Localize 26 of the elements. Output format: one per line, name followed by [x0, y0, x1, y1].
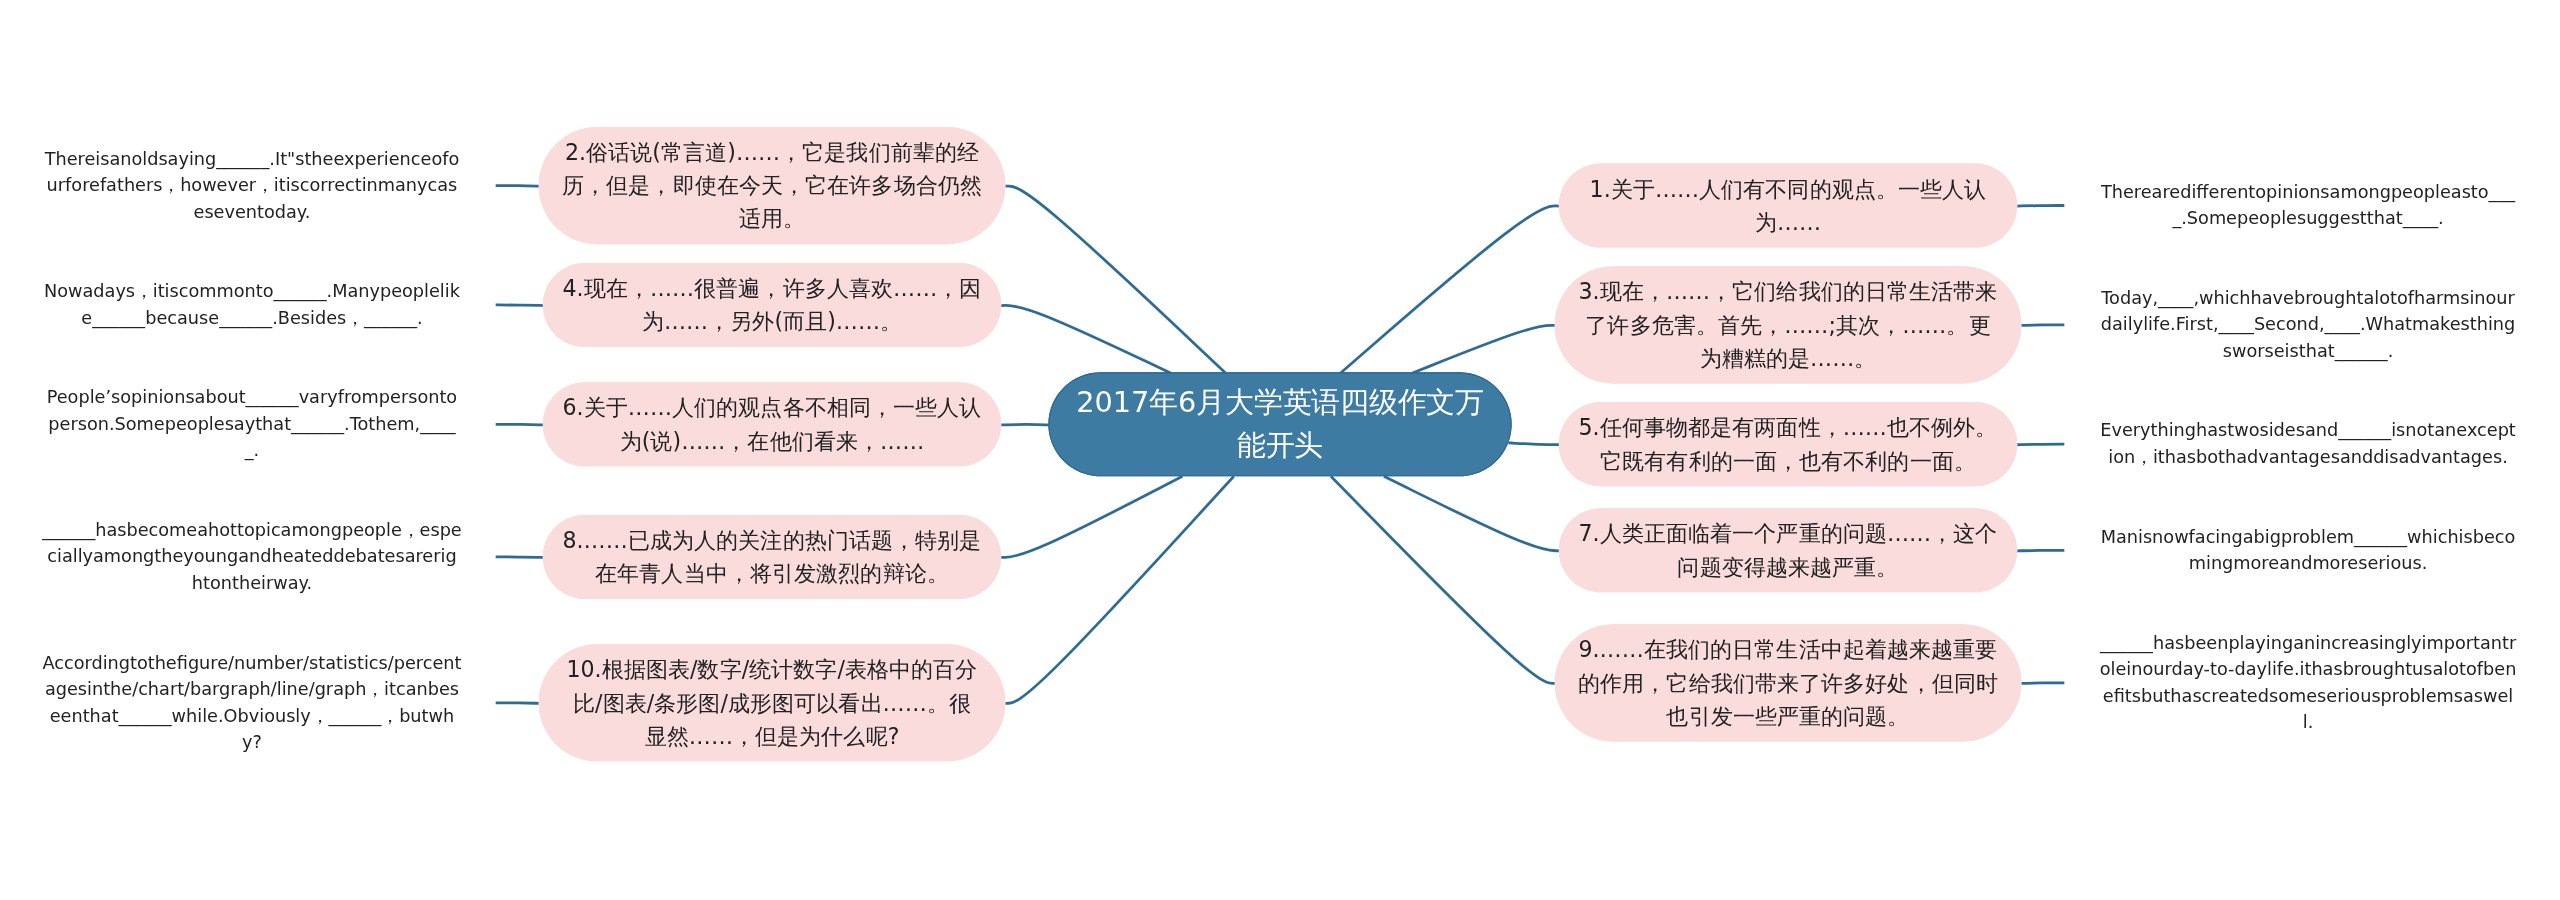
connector — [1001, 475, 1184, 559]
connector — [1005, 475, 1235, 705]
node-text: ______hasbeenplayinganincreasinglyimportantroleinourday-to-daylife.ithasbroughtusalotofbenefitsbuthascreatedsomeseriousproblemsaswell. — [2099, 632, 2517, 733]
connector — [2017, 548, 2065, 553]
connector — [2021, 681, 2065, 685]
node-text: Thereisanoldsaying______.It"stheexperienceofourforefathers，however，itiscorrectinmanycaseseventoday. — [44, 148, 460, 223]
node-text: Accordingtothefigure/number/statistics/percentagesinthe/chart/bargraph/line/graph，itcanbeseenthat______while.Obviously，______，butwhy? — [42, 651, 462, 753]
node-text: People’sopinionsabout______varyfrompersontoperson.Somepeoplesaythat______.Tothem,_____. — [46, 386, 458, 461]
node-text: Therearedifferentopinionsamongpeopleasto____.Somepeoplesuggestthat____. — [2100, 181, 2516, 229]
connector — [1508, 441, 1560, 447]
connector — [495, 701, 540, 705]
connector — [495, 422, 544, 427]
node-text: Everythinghastwosidesand______isnotanexception，ithasbothadvantagesanddisadvantages. — [2100, 419, 2516, 468]
connector — [2017, 442, 2065, 447]
node-text: Nowadays，itiscommonto______.Manypeoplelike______because______.Besides，______. — [44, 280, 460, 329]
connector — [2017, 204, 2065, 208]
connector — [2021, 323, 2065, 327]
connector — [495, 303, 544, 307]
node-text: ______hasbecomeahottopicamongpeople，especiallyamongtheyoungandheateddebatesarerightontheirway. — [42, 519, 462, 594]
connector — [495, 184, 540, 188]
node-text: Today,____,whichhavebroughtalotofharmsinourdailylife.First,____Second,____.Whatmakesthingsworseisthat______. — [2100, 287, 2516, 362]
connector — [1383, 475, 1560, 553]
connector — [1329, 475, 1556, 685]
connector — [495, 555, 544, 559]
connector — [1001, 423, 1050, 427]
node-text: Manisnowfacingabigproblem______whichisbecomingmoreandmoreserious. — [2100, 525, 2516, 574]
